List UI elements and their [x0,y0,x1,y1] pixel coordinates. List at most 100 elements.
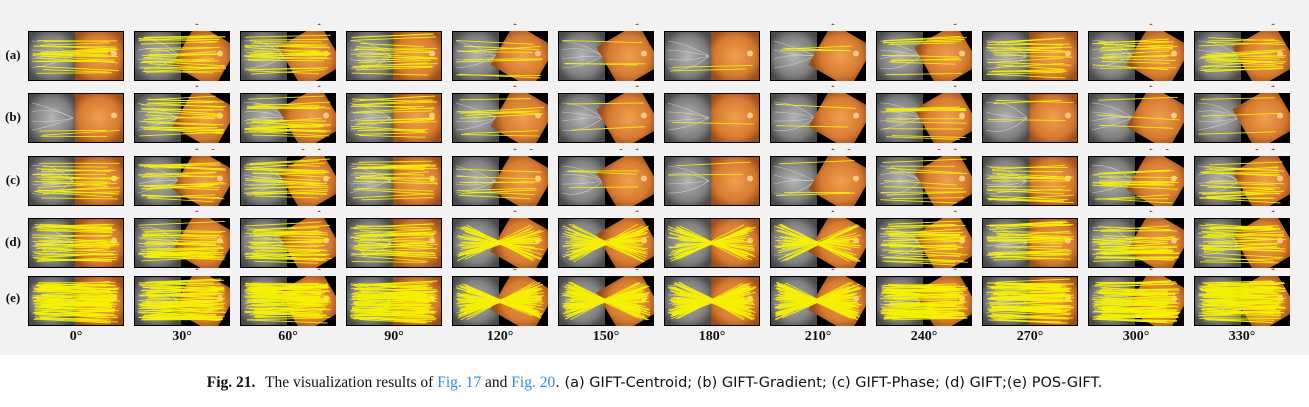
vessel-line [137,55,180,69]
match-line [140,104,226,107]
figure-20-link[interactable]: Fig. 20 [511,374,556,391]
match-line [1200,282,1285,287]
color-fundus-image [596,148,662,214]
tile-mask [500,270,558,276]
match-line [458,194,531,200]
match-line [993,305,1072,309]
match-line [1198,290,1286,297]
match-line [1101,44,1174,49]
match-line [995,278,1070,283]
match-line [568,186,639,189]
tile-mask [288,326,346,330]
match-line [566,170,637,175]
tile-mask [76,150,134,156]
color-fundus-image [75,94,123,142]
match-line [42,130,120,136]
tile-mask [500,150,558,156]
match-line [357,164,430,168]
column-label-60: 60° [278,329,298,344]
match-line [886,224,958,228]
tile-mask [654,25,664,87]
match-line [997,188,1063,193]
match-line [988,57,1064,64]
tile-mask [336,25,346,87]
match-line [360,42,425,48]
match-line [886,107,967,110]
tile-mask [76,206,134,212]
match-line [41,52,108,56]
tile-mask [288,206,346,212]
match-line [882,284,966,291]
match-line [990,49,1062,52]
vessel-line [985,180,1028,186]
match-line [1203,284,1280,288]
optic-disc [429,112,435,119]
match-line [351,296,431,300]
match-line [997,295,1073,302]
image-pair-0-11 [1194,23,1300,89]
optic-disc [959,112,965,119]
match-line [785,225,859,261]
match-line [37,226,117,231]
figure-17-link[interactable]: Fig. 17 [437,374,482,391]
fluorescein-image [877,157,923,205]
tile-mask [1078,87,1088,149]
optic-disc [641,112,647,119]
match-line [143,252,218,258]
match-line [39,49,119,53]
tile-mask [712,143,770,149]
tile-mask [394,212,452,218]
match-line [36,65,119,72]
optic-disc [323,112,329,119]
tile-mask [1184,212,1194,274]
match-line [456,175,541,180]
vessel-line [1197,180,1240,185]
tile-mask [1078,212,1088,274]
vessel-line [349,111,392,119]
match-line [244,232,320,236]
color-fundus-image [711,157,759,205]
image-pair-4-1 [134,268,240,330]
match-line [1209,180,1284,185]
match-line [351,72,429,76]
image-pair-0-8 [876,23,982,89]
match-line [143,301,215,307]
match-line [353,280,430,286]
vessel-line [455,165,498,182]
tile-mask [336,212,346,274]
match-line [461,189,537,194]
fluorescein-image [241,94,287,142]
vessel-line [1091,117,1134,131]
match-line [986,37,1063,43]
match-line [882,37,968,42]
vessel-line [137,55,180,61]
tile-mask [760,25,770,87]
match-line [887,298,963,300]
image-pair-0-10 [1088,23,1194,89]
image-pair-4-11 [1194,268,1300,330]
tile-mask [394,326,452,330]
vessel-line [879,40,922,57]
match-line [1200,97,1276,100]
match-line [353,172,425,176]
tile-mask [1136,270,1194,276]
match-line [359,52,437,59]
image-pair-3-8 [876,210,982,276]
tile-mask [76,212,134,218]
tile-mask [606,81,664,87]
match-line [251,285,329,289]
vessel-line [773,54,816,60]
match-line [145,279,225,283]
match-line [142,57,216,62]
match-line [143,182,224,188]
tile-mask [972,270,982,330]
tile-mask [124,270,134,330]
image-pair-1-2 [240,85,346,151]
match-line [459,98,531,101]
match-line [457,228,532,258]
tile-mask [866,212,876,274]
vessel-line [1091,102,1134,119]
optic-disc [535,175,541,182]
match-line [142,67,215,72]
match-line [141,256,226,262]
